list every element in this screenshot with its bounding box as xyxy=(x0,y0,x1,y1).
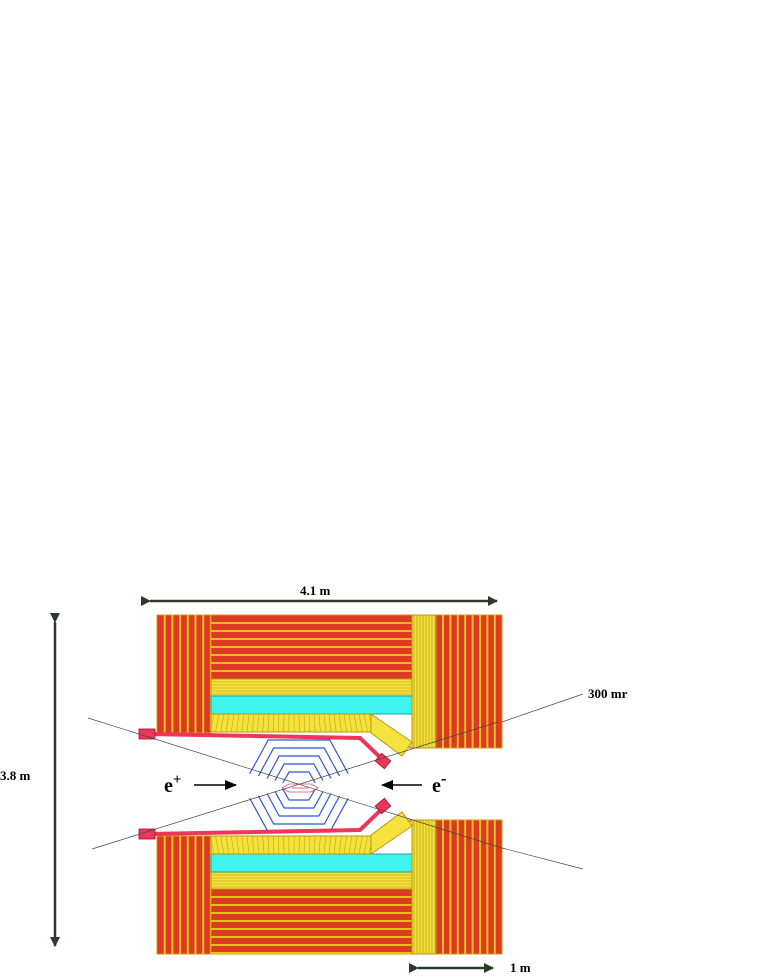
beampipe-upper xyxy=(138,728,392,770)
calorimeter-cell xyxy=(241,713,245,733)
calorimeter-cell xyxy=(236,835,240,855)
calorimeter-cell xyxy=(251,713,255,733)
calorimeter-cell xyxy=(318,713,321,733)
calorimeter-cell xyxy=(278,713,280,733)
lower-detector xyxy=(156,811,503,955)
calorimeter-cell xyxy=(215,713,220,733)
calorimeter-cell xyxy=(358,835,363,855)
calorimeter-cell xyxy=(246,835,250,855)
calorimeter-cell xyxy=(328,835,332,855)
calorimeter-cell xyxy=(318,835,321,855)
em-endcap-upper xyxy=(370,713,413,757)
calorimeter-cell xyxy=(220,835,225,855)
calorimeter-cell xyxy=(348,835,353,855)
calorimeter-cell xyxy=(251,835,255,855)
calorimeter-cell xyxy=(338,835,342,855)
beampipe-lower xyxy=(138,797,392,840)
calorimeter-cell xyxy=(230,713,235,733)
central-tracker xyxy=(229,739,369,833)
vertex-detector xyxy=(281,783,319,793)
em-endcap-lower xyxy=(370,811,413,855)
hadron-calorimeter-lower xyxy=(210,871,413,890)
calorimeter-cell xyxy=(236,713,240,733)
calorimeter-cell xyxy=(313,713,316,733)
calorimeter-cell xyxy=(215,835,220,855)
calorimeter-cell xyxy=(363,835,368,855)
beam-crossing-gap xyxy=(303,768,369,804)
height-dimension-label: 3.8 m xyxy=(0,768,31,783)
electron-label: e- xyxy=(432,769,447,797)
calorimeter-cell xyxy=(225,835,230,855)
calorimeter-cell xyxy=(338,713,342,733)
calorimeter-cell xyxy=(333,835,337,855)
electron-symbol: e xyxy=(432,775,441,797)
positron-label: e+ xyxy=(164,772,181,797)
calorimeter-cell xyxy=(257,835,260,855)
calorimeter-cell xyxy=(262,713,265,733)
hadron-calorimeter-upper xyxy=(210,678,413,697)
yoke-endcap-upper-right xyxy=(411,614,503,749)
calorimeter-cell xyxy=(343,713,347,733)
crossing-lines xyxy=(87,693,584,870)
calorimeter-cell xyxy=(241,835,245,855)
upper-detector xyxy=(156,614,503,757)
positron-charge: + xyxy=(173,772,182,788)
calorimeter-cell xyxy=(333,713,337,733)
calorimeter-cell xyxy=(272,835,275,855)
calorimeter-cell xyxy=(267,713,270,733)
calorimeter-cell xyxy=(209,713,215,733)
calorimeter-cell xyxy=(358,713,363,733)
calorimeter-cell xyxy=(209,835,215,855)
calorimeter-cell xyxy=(343,835,347,855)
yoke-endcap-upper-left xyxy=(156,614,212,734)
angle-label: 300 mr xyxy=(588,686,628,701)
calorimeter-cell xyxy=(246,713,250,733)
yoke-endcap-lower-right xyxy=(411,819,503,955)
calorimeter-cell xyxy=(323,835,326,855)
calorimeter-cell xyxy=(313,835,316,855)
yoke-endcap-lower-left xyxy=(156,835,212,955)
calorimeter-cell xyxy=(267,835,270,855)
calorimeter-cell xyxy=(303,835,305,855)
calorimeter-cell xyxy=(220,713,225,733)
width-dimension-label: 4.1 m xyxy=(300,583,331,598)
calorimeter-cell xyxy=(308,835,311,855)
beam-crossing-gap xyxy=(229,768,295,804)
calorimeter-cell xyxy=(225,713,230,733)
calorimeter-cell xyxy=(262,835,265,855)
electron-charge: - xyxy=(441,769,447,788)
calorimeter-cell xyxy=(230,835,235,855)
calorimeter-cell xyxy=(257,713,260,733)
calorimeter-cell xyxy=(353,835,358,855)
calorimeter-cell xyxy=(278,835,280,855)
scale-bar-label: 1 m xyxy=(510,960,531,975)
solenoid-coil-upper xyxy=(210,695,413,715)
positron-symbol: e xyxy=(164,775,173,797)
calorimeter-cell xyxy=(303,713,305,733)
calorimeter-cell xyxy=(348,713,353,733)
yoke-barrel-lower xyxy=(210,888,413,955)
solenoid-coil-lower xyxy=(210,853,413,873)
calorimeter-cell xyxy=(272,713,275,733)
calorimeter-cell xyxy=(323,713,326,733)
calorimeter-cell xyxy=(363,713,368,733)
calorimeter-cell xyxy=(308,713,311,733)
yoke-barrel-upper xyxy=(210,614,413,680)
calorimeter-cell xyxy=(353,713,358,733)
calorimeter-cell xyxy=(328,713,332,733)
